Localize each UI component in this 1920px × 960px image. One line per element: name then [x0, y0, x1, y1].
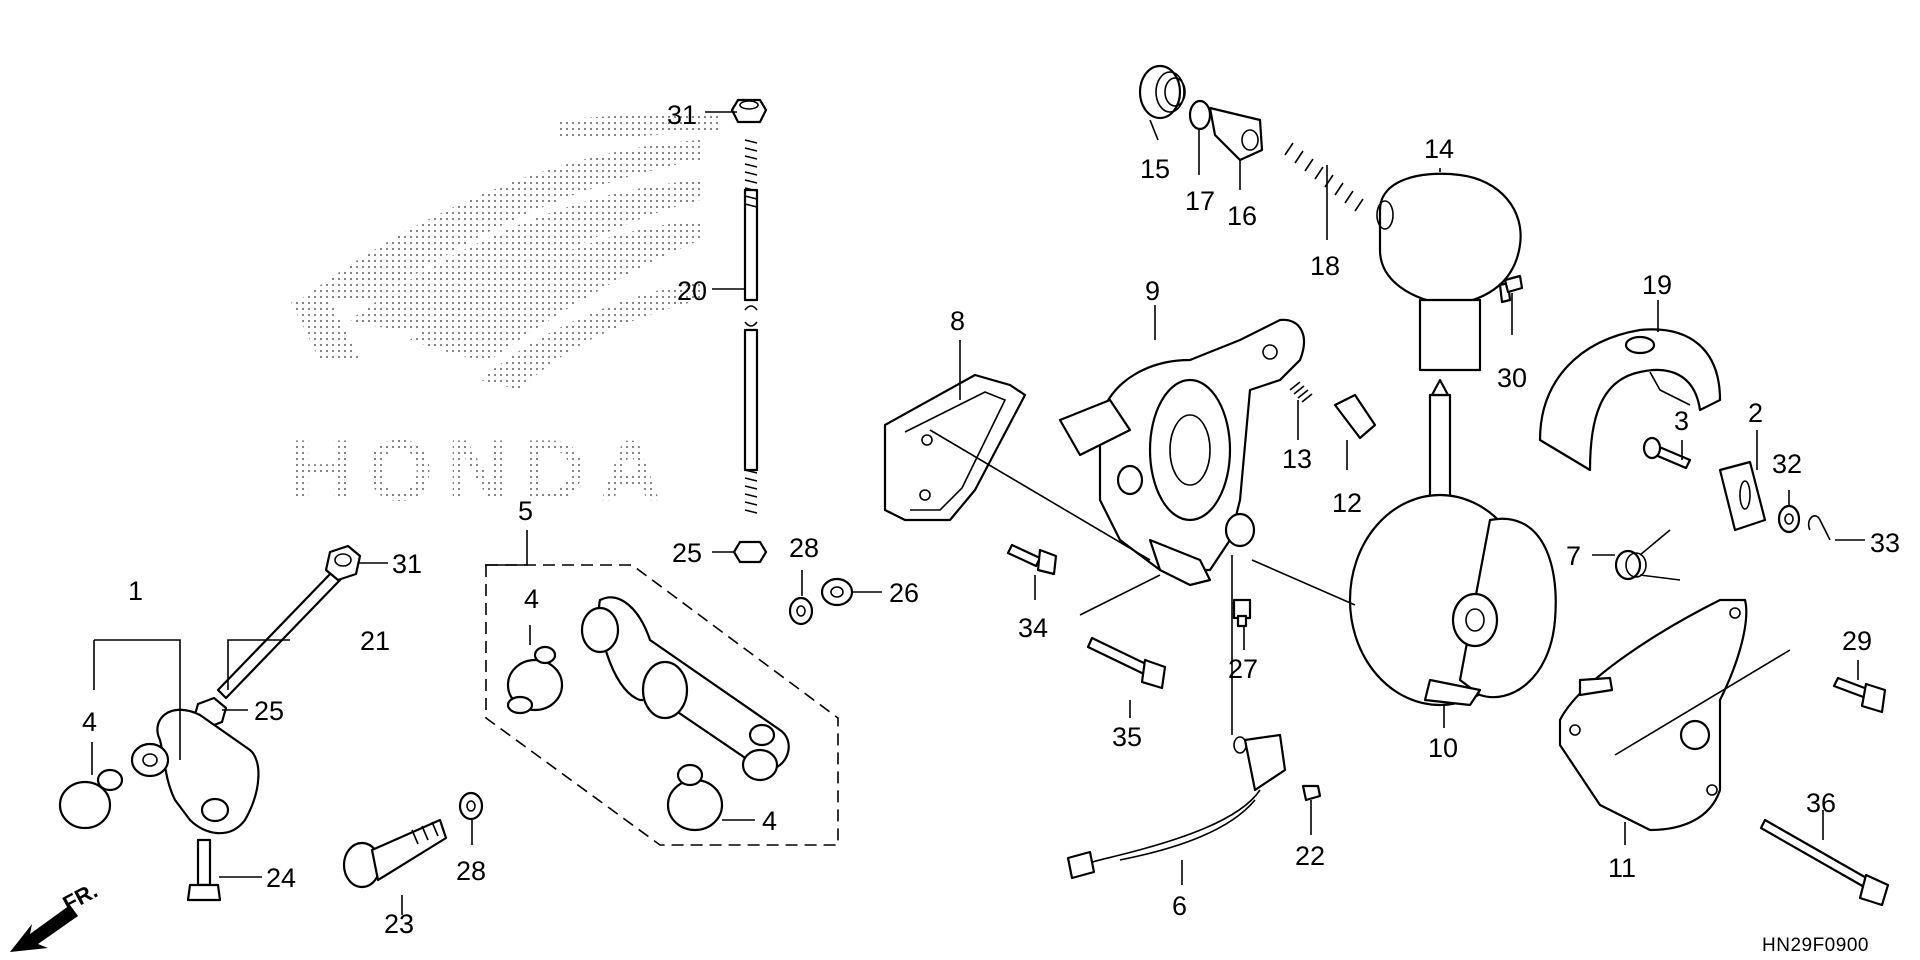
part-17-ring	[1188, 99, 1212, 131]
callout-31: 31	[392, 549, 422, 579]
part-6-switch-harness	[1066, 733, 1287, 880]
callout-1: 1	[128, 576, 143, 606]
callout-34: 34	[1018, 613, 1048, 643]
callout-7: 7	[1566, 541, 1581, 571]
honda-wordmark: HONDA	[290, 423, 675, 519]
callout-20: 20	[677, 276, 707, 306]
callout-32: 32	[1772, 449, 1802, 479]
part-36-bolt	[1759, 818, 1890, 907]
callout-33: 33	[1870, 528, 1900, 558]
part-14-knob	[1376, 172, 1522, 372]
part-15-boot	[1138, 64, 1186, 120]
callout-36: 36	[1806, 788, 1836, 818]
part-12-pin	[1333, 393, 1377, 440]
callout-16: 16	[1227, 201, 1257, 231]
callout-28-upper: 28	[789, 533, 819, 563]
part-32-washer	[1777, 504, 1801, 534]
callout-4-upper: 4	[524, 584, 539, 614]
part-5-link-assembly	[485, 564, 839, 846]
part-1-arm-assembly	[130, 708, 260, 835]
callout-8: 8	[950, 306, 965, 336]
part-2-plate	[1718, 460, 1767, 532]
callout-26: 26	[889, 578, 919, 608]
part-16-plunger	[1208, 106, 1264, 162]
part-35-bolt	[1086, 636, 1167, 690]
part-18-spring	[1284, 142, 1364, 212]
callout-labels: 31 20 25 28 26 31 21 1 4 25 24 5 4 4 23 …	[82, 100, 1900, 939]
callout-2: 2	[1748, 398, 1763, 428]
callout-15: 15	[1140, 154, 1170, 184]
part-4-cap-upper	[506, 645, 564, 715]
part-20-stud	[743, 139, 759, 514]
callout-11: 11	[1608, 853, 1636, 883]
callout-5: 5	[518, 496, 533, 526]
part-11-base-plate	[1558, 598, 1748, 832]
callout-25-upper: 25	[672, 538, 702, 568]
part-31-top-nut	[730, 98, 768, 124]
callout-12: 12	[1332, 488, 1362, 518]
part-10-lever-housing	[1348, 378, 1557, 707]
part-13-spring	[1289, 381, 1313, 403]
part-7-spring	[1614, 529, 1681, 581]
callout-6: 6	[1172, 891, 1187, 921]
front-direction-arrow: FR.	[10, 878, 102, 952]
part-8-bracket	[883, 373, 1027, 522]
leader-lines	[91, 111, 1865, 915]
callout-4-left: 4	[82, 707, 97, 737]
part-33-pin	[1807, 515, 1831, 541]
part-9-housing	[1058, 318, 1305, 587]
part-23-pivot-bolt	[342, 818, 448, 889]
callout-10: 10	[1428, 733, 1458, 763]
callout-23: 23	[384, 909, 414, 939]
callout-9: 9	[1145, 276, 1160, 306]
callout-29: 29	[1842, 626, 1872, 656]
part-28-lower-washer	[458, 791, 484, 821]
part-26-washer	[820, 577, 854, 607]
callout-24: 24	[266, 863, 296, 893]
part-4-cap-left	[58, 768, 124, 830]
part-19-cover	[1538, 328, 1722, 472]
part-28-upper-washer	[788, 596, 814, 626]
callout-3: 3	[1674, 406, 1689, 436]
part-30-screw	[1498, 274, 1524, 304]
diagram-code: HN29F0900	[1762, 935, 1869, 956]
part-21-stud	[216, 570, 342, 700]
part-34-bolt	[1006, 543, 1058, 576]
part-3-bolt	[1642, 436, 1692, 470]
callout-14: 14	[1424, 134, 1454, 164]
callout-22: 22	[1295, 841, 1325, 871]
part-4-cap-lower	[666, 763, 724, 832]
callout-21: 21	[360, 626, 390, 656]
honda-wing-logo: HONDA	[290, 112, 720, 519]
part-22-screw	[1301, 784, 1322, 802]
callout-27: 27	[1228, 654, 1258, 684]
callout-30: 30	[1497, 363, 1527, 393]
part-27-bolt	[1232, 598, 1252, 628]
callout-13: 13	[1282, 444, 1312, 474]
callout-18: 18	[1310, 251, 1340, 281]
part-31-nut	[324, 544, 362, 582]
callout-19: 19	[1642, 270, 1672, 300]
callout-4-lower: 4	[762, 806, 777, 836]
callout-28-lower: 28	[456, 856, 486, 886]
part-29-bolt	[1832, 676, 1887, 714]
callout-35: 35	[1112, 722, 1142, 752]
part-24-bolt	[186, 838, 222, 902]
callout-17: 17	[1185, 186, 1215, 216]
callout-31-top: 31	[667, 100, 697, 130]
callout-25: 25	[254, 696, 284, 726]
part-25-upper-nut	[732, 540, 768, 564]
